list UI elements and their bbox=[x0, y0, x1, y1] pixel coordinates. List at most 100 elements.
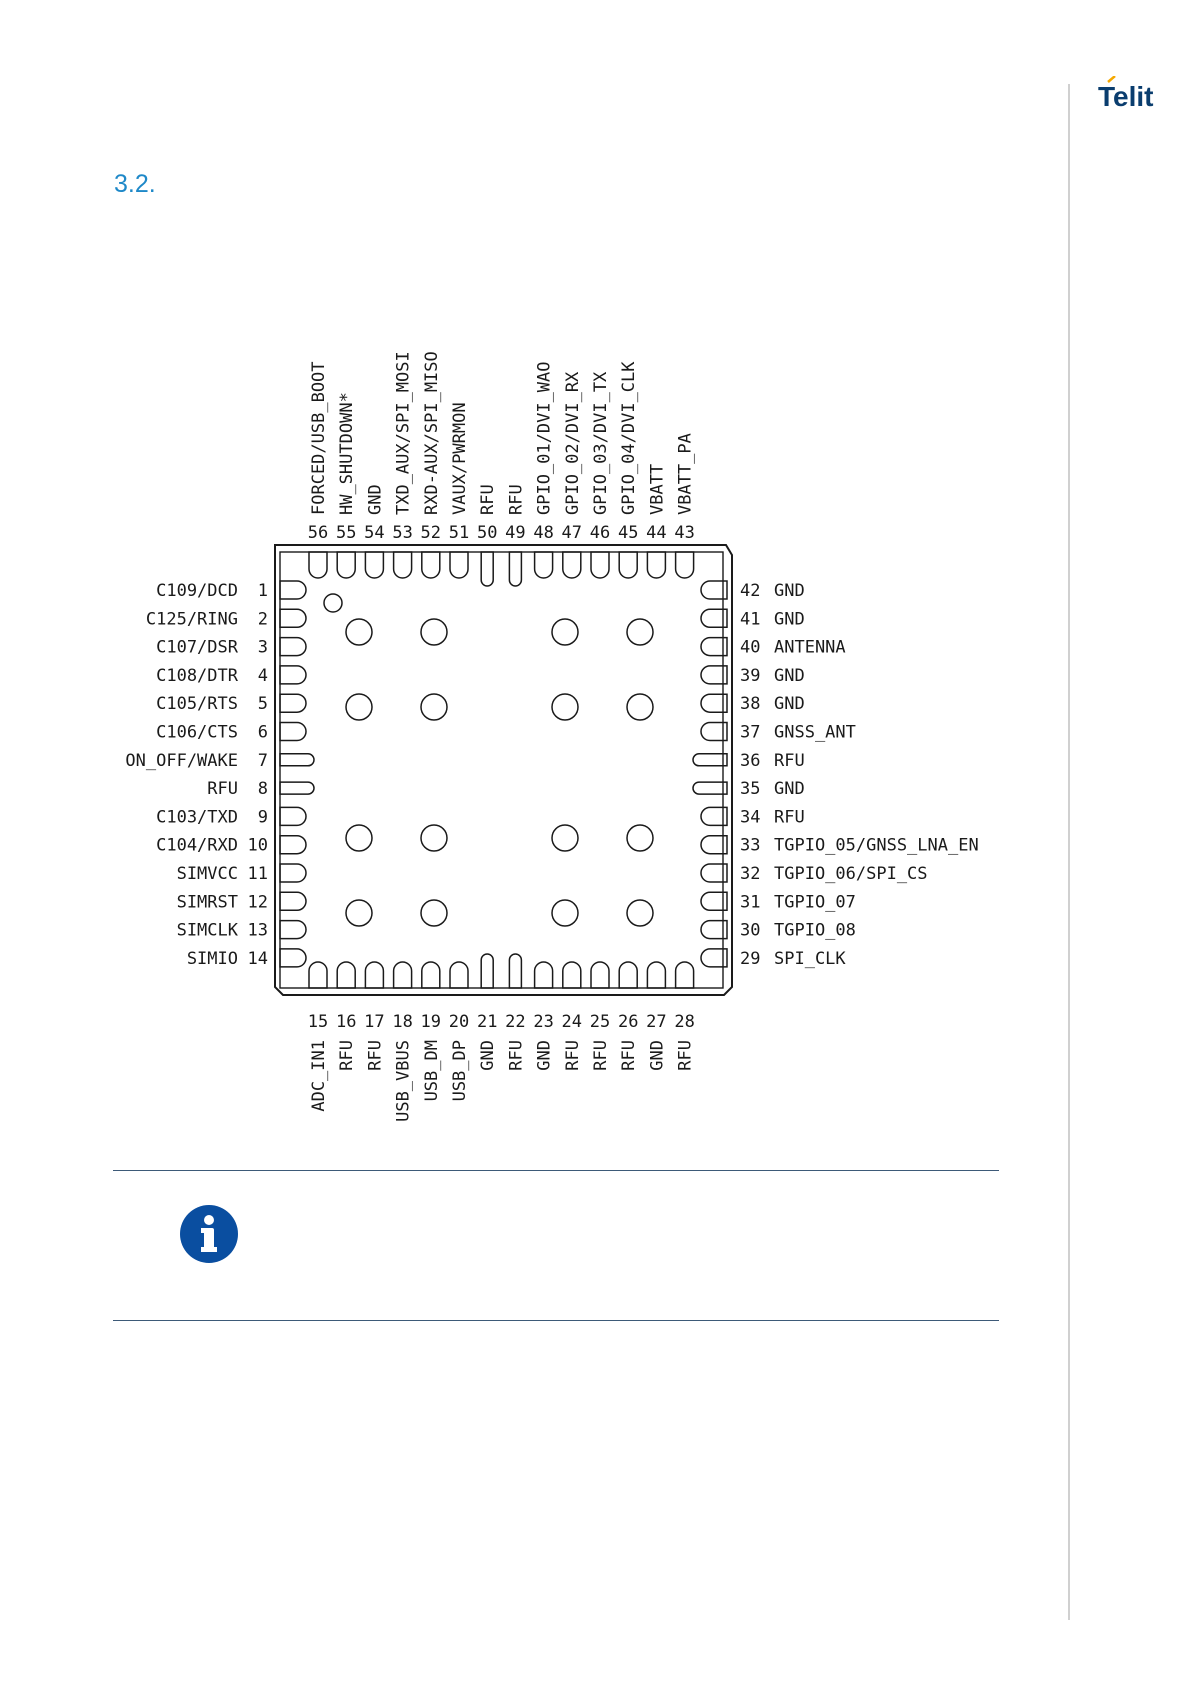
pin-label-56: FORCED/USB_BOOT bbox=[309, 361, 329, 515]
pin-label-41: GND bbox=[774, 609, 805, 629]
pin-number-31: 31 bbox=[740, 892, 760, 912]
pin-label-26: RFU bbox=[619, 1040, 639, 1071]
pin-pads bbox=[279, 551, 728, 989]
pad-right-35 bbox=[692, 781, 728, 795]
pin-label-5: C105/RTS bbox=[156, 694, 238, 714]
thermal-pads bbox=[323, 593, 654, 927]
pin-number-32: 32 bbox=[740, 864, 760, 884]
pin-number-45: 45 bbox=[618, 523, 638, 543]
pin-number-43: 43 bbox=[674, 523, 694, 543]
pin-label-17: RFU bbox=[365, 1040, 385, 1071]
pin-number-28: 28 bbox=[674, 1012, 694, 1032]
pad-right-34 bbox=[700, 806, 728, 827]
pin-number-6: 6 bbox=[258, 723, 268, 743]
pin-label-8: RFU bbox=[207, 779, 238, 799]
pin-number-23: 23 bbox=[533, 1012, 553, 1032]
pin-label-40: ANTENNA bbox=[774, 638, 846, 658]
pin-number-2: 2 bbox=[258, 609, 268, 629]
pad-left-12 bbox=[279, 891, 307, 912]
pin-label-46: GPIO_03/DVI_TX bbox=[591, 371, 611, 515]
pin-number-48: 48 bbox=[533, 523, 553, 543]
thermal-pad bbox=[345, 899, 373, 927]
pin-label-39: GND bbox=[774, 666, 805, 686]
pad-top-43 bbox=[674, 551, 695, 579]
pin-label-19: USB_DM bbox=[422, 1040, 442, 1101]
pin-number-53: 53 bbox=[392, 523, 412, 543]
pad-top-52 bbox=[421, 551, 441, 579]
pin-label-23: GND bbox=[535, 1040, 555, 1071]
package-outline bbox=[274, 544, 733, 996]
pin-label-52: RXD-AUX/SPI_MISO bbox=[422, 351, 442, 515]
pad-bottom-27 bbox=[646, 961, 667, 989]
pad-top-54 bbox=[364, 551, 385, 579]
pin-number-42: 42 bbox=[740, 581, 760, 601]
pad-left-7 bbox=[279, 753, 315, 767]
pin-label-54: GND bbox=[365, 484, 385, 515]
thermal-pad bbox=[626, 899, 654, 927]
pin-number-37: 37 bbox=[740, 723, 760, 743]
thermal-pad bbox=[420, 899, 448, 927]
pad-bottom-28 bbox=[674, 961, 695, 989]
pin-label-18: USB_VBUS bbox=[394, 1040, 414, 1122]
pin-number-10: 10 bbox=[248, 836, 268, 856]
pin-number-3: 3 bbox=[258, 638, 268, 658]
pad-left-3 bbox=[279, 636, 307, 657]
pad-top-45 bbox=[618, 551, 638, 579]
pin-label-35: GND bbox=[774, 779, 805, 799]
pin-label-36: RFU bbox=[774, 751, 805, 771]
pad-left-2 bbox=[279, 608, 307, 629]
pin-label-6: C106/CTS bbox=[156, 723, 238, 743]
pin-label-51: VAUX/PWRMON bbox=[450, 402, 470, 515]
pad-right-32 bbox=[700, 863, 728, 883]
pin-number-8: 8 bbox=[258, 779, 268, 799]
pin-number-9: 9 bbox=[258, 807, 268, 827]
pad-top-48 bbox=[533, 551, 554, 579]
thermal-pad bbox=[551, 899, 579, 927]
pin1-marker bbox=[323, 593, 343, 613]
note-rule-top bbox=[113, 1170, 999, 1171]
package-outer-edge bbox=[274, 544, 733, 996]
pad-right-39 bbox=[700, 665, 728, 685]
pin-number-22: 22 bbox=[505, 1012, 525, 1032]
pin-number-49: 49 bbox=[505, 523, 525, 543]
pad-top-46 bbox=[590, 551, 610, 579]
pin-label-37: GNSS_ANT bbox=[774, 723, 856, 743]
pin-label-34: RFU bbox=[774, 807, 805, 827]
pin-number-18: 18 bbox=[392, 1012, 412, 1032]
pin-number-44: 44 bbox=[646, 523, 666, 543]
pin-label-49: RFU bbox=[506, 484, 526, 515]
pad-bottom-17 bbox=[364, 961, 385, 989]
pad-right-41 bbox=[700, 608, 728, 629]
pin-label-20: USB_DP bbox=[450, 1040, 470, 1101]
pin-label-4: C108/DTR bbox=[156, 666, 239, 686]
pin-label-50: RFU bbox=[478, 484, 498, 515]
info-icon bbox=[180, 1205, 238, 1263]
pad-left-4 bbox=[279, 665, 307, 685]
pad-left-1 bbox=[279, 580, 307, 600]
pin-number-27: 27 bbox=[646, 1012, 666, 1032]
note-rule-bottom bbox=[113, 1320, 999, 1321]
pad-bottom-15 bbox=[308, 961, 328, 989]
pin-label-48: GPIO_01/DVI_WAO bbox=[535, 361, 555, 515]
pad-top-47 bbox=[562, 551, 582, 579]
pin-number-11: 11 bbox=[248, 864, 268, 884]
pin-label-11: SIMVCC bbox=[177, 864, 238, 884]
thermal-pad bbox=[420, 824, 448, 852]
pin-label-42: GND bbox=[774, 581, 805, 601]
pin-number-47: 47 bbox=[562, 523, 582, 543]
pad-left-14 bbox=[279, 948, 307, 968]
pin-number-15: 15 bbox=[308, 1012, 328, 1032]
pin-number-12: 12 bbox=[248, 892, 268, 912]
pin-label-10: C104/RXD bbox=[156, 836, 238, 856]
package-inner-edge bbox=[279, 551, 724, 989]
pin-number-36: 36 bbox=[740, 751, 760, 771]
pin-label-25: RFU bbox=[591, 1040, 611, 1071]
pad-left-11 bbox=[279, 863, 307, 883]
pad-left-6 bbox=[279, 721, 307, 742]
thermal-pad bbox=[345, 824, 373, 852]
pin-number-35: 35 bbox=[740, 779, 760, 799]
pin-label-55: HW_SHUTDOWN* bbox=[337, 392, 357, 515]
pin-number-55: 55 bbox=[336, 523, 356, 543]
pin-number-24: 24 bbox=[562, 1012, 582, 1032]
